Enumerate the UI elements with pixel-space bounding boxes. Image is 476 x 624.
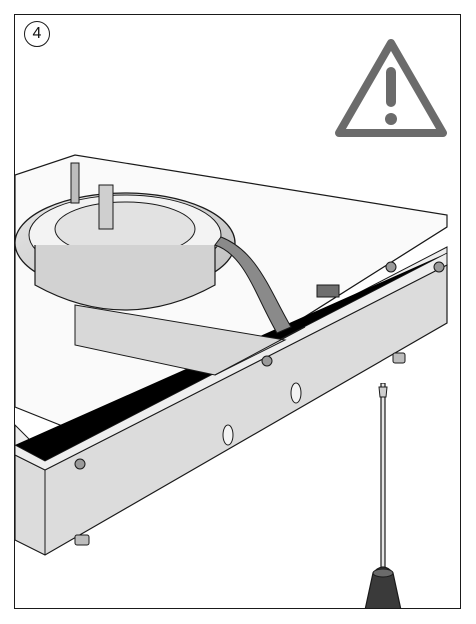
instruction-panel: 4: [14, 14, 461, 609]
flat-screwdriver-icon: [364, 383, 402, 608]
housing-feet: [74, 352, 406, 546]
fan-assembly-illustration: [15, 154, 448, 556]
mounting-screws: [74, 261, 445, 470]
step-number: 4: [32, 25, 42, 42]
warning-triangle-icon: [335, 39, 447, 137]
housing-holes: [222, 382, 302, 446]
fan-motor: [15, 162, 292, 334]
step-number-badge: 4: [24, 21, 50, 47]
